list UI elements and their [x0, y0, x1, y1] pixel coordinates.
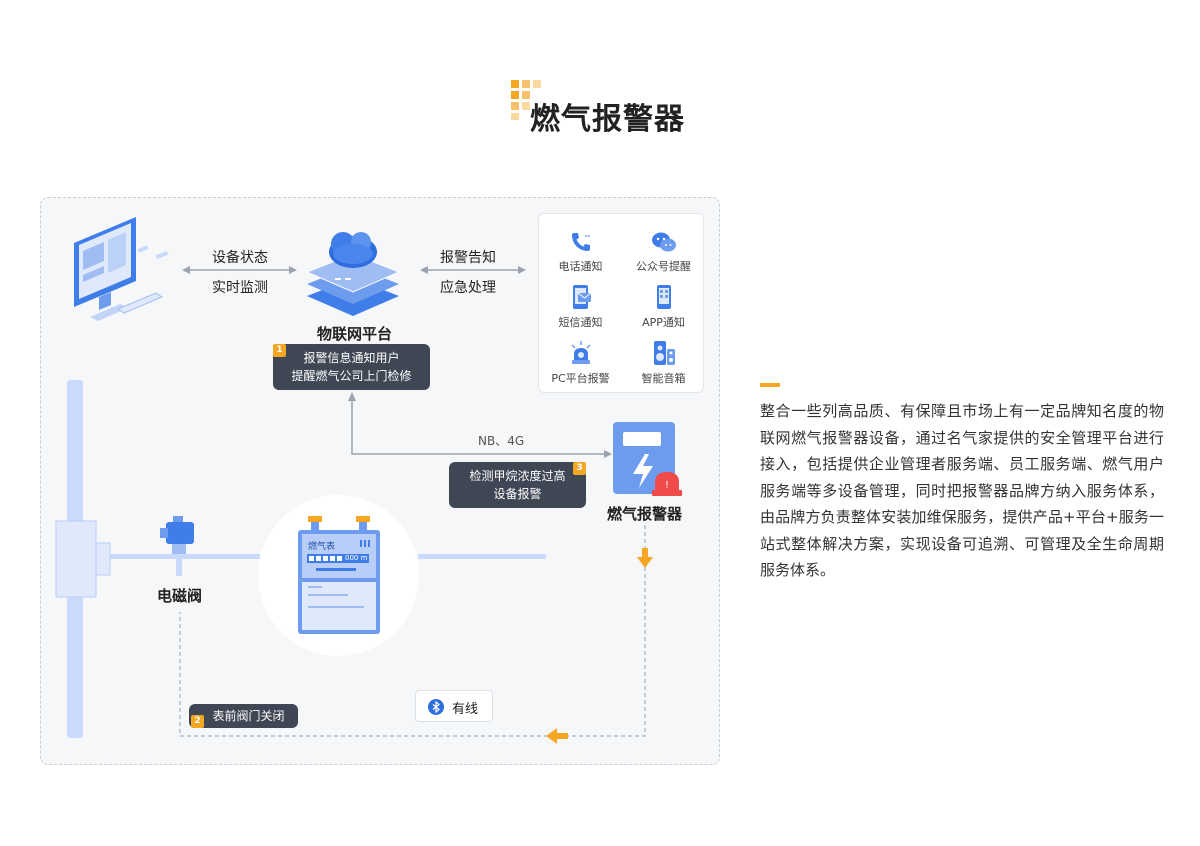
platform-label: 物联网平台: [317, 325, 393, 343]
bluetooth-icon: [428, 699, 444, 715]
channel-sms: 短信通知: [539, 284, 622, 330]
step3-badge: 3: [573, 462, 586, 475]
step2-text: 表前阀门关闭: [212, 709, 285, 723]
step3-tag: 3 检测甲烷浓度过高 设备报警: [449, 462, 586, 508]
page-title: 燃气报警器: [530, 102, 685, 137]
gas-alarm-device-icon: !: [613, 422, 682, 496]
gas-meter-icon: [298, 516, 380, 634]
pc-alarm-icon: [570, 341, 591, 364]
wired-label: 有线: [452, 702, 479, 717]
channel-label: 公众号提醒: [636, 260, 691, 273]
wechat-icon: [651, 232, 676, 252]
sms-icon: [572, 285, 591, 309]
description-accent-bar: [760, 383, 780, 387]
step1-line1: 报警信息通知用户: [303, 351, 400, 365]
step1-tag: 1 报警信息通知用户 提醒燃气公司上门检修: [273, 344, 430, 390]
step1-badge: 1: [273, 344, 286, 357]
app-icon: [656, 285, 671, 309]
description-text: 整合一些列高品质、有保障且市场上有一定品牌知名度的物联网燃气报警器设备，通过名气…: [760, 402, 1164, 579]
computer-monitor-icon: [74, 217, 169, 321]
channel-label: PC平台报警: [551, 372, 610, 385]
valve-label: 电磁阀: [157, 587, 203, 605]
step2-badge: 2: [191, 715, 204, 728]
channel-phone: 电话通知: [539, 230, 622, 274]
channel-label: 电话通知: [558, 260, 603, 273]
step1-line2: 提醒燃气公司上门检修: [291, 369, 412, 383]
meter-reading: 000 m: [345, 554, 368, 562]
alarm-label-1: 报警告知: [440, 250, 496, 266]
status-label-1: 设备状态: [212, 250, 268, 266]
meter-name: 燃气表: [308, 542, 336, 552]
step2-tag: 2 表前阀门关闭: [189, 704, 298, 728]
svg-text:!: !: [665, 480, 669, 491]
network-label: NB、4G: [478, 434, 525, 448]
channel-label: 智能音箱: [641, 372, 686, 385]
title-logo-icon: [511, 80, 541, 120]
channel-pc-alarm: PC平台报警: [539, 340, 622, 386]
channel-speaker: 智能音箱: [622, 340, 705, 386]
step3-line2: 设备报警: [493, 487, 542, 501]
status-label-2: 实时监测: [212, 280, 268, 296]
phone-icon: [571, 233, 590, 251]
channel-wechat: 公众号提醒: [622, 230, 705, 274]
channel-label: APP通知: [642, 316, 685, 329]
solenoid-valve-icon: [160, 516, 194, 576]
iot-platform-cloud-icon: [305, 232, 401, 316]
speaker-icon: [653, 341, 675, 365]
notify-channels-card: 电话通知 公众号提醒 短信通知 APP通知: [538, 213, 704, 393]
alarm-device-label: 燃气报警器: [607, 505, 683, 523]
channel-app: APP通知: [622, 284, 705, 330]
step3-line1: 检测甲烷浓度过高: [469, 469, 566, 483]
channel-label: 短信通知: [558, 316, 603, 329]
alarm-label-2: 应急处理: [440, 280, 496, 296]
wired-label-box: 有线: [415, 690, 493, 722]
vertical-gas-pipe: [55, 380, 111, 738]
